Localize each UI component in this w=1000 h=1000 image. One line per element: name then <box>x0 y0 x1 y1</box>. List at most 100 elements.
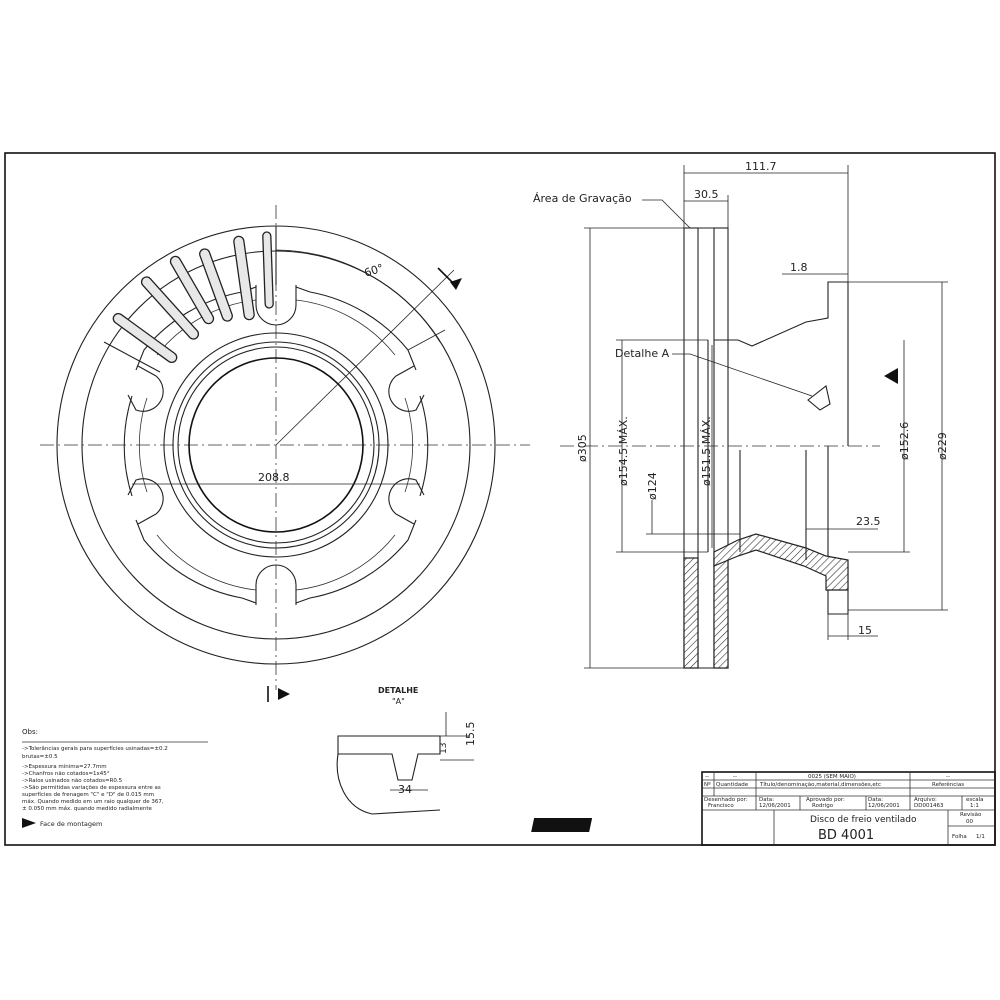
dim-15-5: 15.5 <box>464 722 477 747</box>
tb-date2-label: Data: <box>868 797 883 803</box>
note-line: ± 0.050 mm máx. quando medido radialment… <box>22 805 153 812</box>
tb-revision-label: Revisão <box>960 812 982 818</box>
hat-outer-circle <box>163 332 389 558</box>
tb-approved-label: Aprovado por: <box>806 797 845 803</box>
detail-a-label: Detalhe A <box>615 347 670 360</box>
front-view: 60° 208.8 <box>40 205 530 702</box>
cooling-vane <box>262 231 274 309</box>
dim-34: 34 <box>398 783 412 796</box>
cutaway-boundary <box>103 226 277 373</box>
title-block-frame <box>701 771 996 846</box>
bolt-notch-bottom <box>255 564 297 605</box>
note-line: brutas=±0.5 <box>22 754 58 760</box>
tb-scale: 1:1 <box>970 803 979 809</box>
note-line: ->Raios usinados não cotados=R0.5 <box>22 778 123 784</box>
note-line: superfícies de frenagem "C" e "D" de 0.0… <box>22 791 154 798</box>
mounting-flange-outline <box>123 286 429 604</box>
tb-row1-cell: -- <box>946 774 950 780</box>
detail-a-groove <box>807 385 831 411</box>
cooling-vane <box>199 248 233 322</box>
section-arrow-right-icon <box>884 368 898 384</box>
section-arrow-icon <box>450 278 462 290</box>
side-view: 111.7 30.5 Área de Gravação Detalhe A 1.… <box>533 160 949 669</box>
cooling-vane <box>112 312 178 364</box>
note-line: ->Espessura mínima=27.7mm <box>22 763 107 770</box>
title-block: -- -- 0025 (SEM MAIO) -- Nº Quantidade T… <box>531 771 996 846</box>
note-line: ->Tolerâncias gerais para superfícies us… <box>22 745 168 752</box>
bolt-notch-lower-right <box>388 478 425 525</box>
mount-face-label: Face de montagem <box>40 820 102 828</box>
tb-header-qty: Quantidade <box>716 782 749 788</box>
cooling-vane <box>169 255 215 325</box>
dim-dia-152-6: ø152.6 <box>898 422 911 460</box>
hat-profile-upper <box>714 281 849 446</box>
tb-header-ref: Referências <box>932 781 964 788</box>
dim-23-5: 23.5 <box>856 515 881 528</box>
hat-inner-circle-1 <box>172 341 380 549</box>
cooling-vane <box>140 276 200 340</box>
fremax-logo-text: FREMAX <box>714 821 762 832</box>
dim-dia-154-5: ø154.5 MÁX. <box>617 416 630 486</box>
dim-13: 13 <box>439 743 449 754</box>
dim-dia-124: ø124 <box>646 472 659 500</box>
tb-header-title: Título/denominação,material,dimensões,et… <box>759 781 881 788</box>
fremax-logo: FREMAX <box>531 818 762 832</box>
cooling-vane <box>233 235 255 321</box>
bolt-notch-upper-left <box>127 365 164 412</box>
detail-title-line1: DETALHE <box>378 686 418 695</box>
view-direction-arrow-icon <box>278 688 290 700</box>
diameter-label: 208.8 <box>258 471 290 484</box>
tb-revision: 00 <box>966 819 973 825</box>
angle-label: 60° <box>363 261 386 279</box>
mounting-flange-inner <box>138 299 414 591</box>
mount-face-arrow-icon <box>22 818 36 828</box>
section-hatch-outboard <box>683 557 699 669</box>
tb-date-label: Data: <box>759 797 774 803</box>
bolt-notch-top <box>255 285 297 326</box>
tb-drawn-by-label: Desenhado por: <box>704 797 748 803</box>
detail-a-leader <box>672 353 813 397</box>
tb-scale-label: escala <box>966 797 984 803</box>
notes-heading: Obs: <box>22 728 38 736</box>
tb-file: DD001463 <box>914 803 944 809</box>
detail-title-line2: "A" <box>392 697 405 706</box>
tb-date: 12/06/2001 <box>759 803 791 809</box>
tb-row1-cell: 0025 (SEM MAIO) <box>808 774 856 780</box>
angle-extension-line <box>407 329 446 351</box>
section-hatch-inboard <box>713 557 729 669</box>
note-line: ->São permitidas variações de espessura … <box>22 785 161 791</box>
dim-overall-width: 111.7 <box>745 160 777 173</box>
vane-cutaway <box>103 226 277 373</box>
tb-row1-cell: -- <box>733 774 737 780</box>
tb-sheet-label: Folha <box>952 834 967 840</box>
tb-row1-cell: -- <box>705 774 709 780</box>
engraving-area-label: Área de Gravação <box>533 192 632 205</box>
engraving-leader <box>642 199 691 229</box>
tb-approved-by: Rodrigo <box>812 803 834 809</box>
detail-a: DETALHE "A" 15.5 13 34 <box>336 686 477 815</box>
bolt-notch-lower-left <box>127 478 164 525</box>
dim-dia-229: ø229 <box>936 432 949 460</box>
tb-sheet: 1/1 <box>976 834 985 840</box>
detail-outline <box>337 735 441 781</box>
section-line-diagonal <box>275 269 455 446</box>
bolt-notches <box>127 285 425 605</box>
dim-dia-305: ø305 <box>576 434 589 462</box>
hat-section-hatch <box>713 533 849 591</box>
angle-dimension-arc <box>275 249 441 343</box>
dim-dia-151-5: ø151.5 MÁX. <box>700 416 713 486</box>
drawing-frame <box>4 152 996 846</box>
notes-block: Obs: ->Tolerâncias gerais para superfíci… <box>22 728 208 828</box>
detail-breakline <box>336 753 441 815</box>
note-line: máx. Quando medido em um raio qualquer d… <box>22 798 164 805</box>
dim-1-8: 1.8 <box>790 261 808 274</box>
tb-description: Disco de freio ventilado <box>810 815 917 825</box>
tb-drawn-by: Francisco <box>708 803 734 809</box>
tb-code: BD 4001 <box>818 828 874 843</box>
section-marker <box>437 267 457 287</box>
tb-header-no: Nº <box>704 781 711 788</box>
dim-30-5: 30.5 <box>694 188 719 201</box>
dim-15: 15 <box>858 624 872 637</box>
tb-date2: 12/06/2001 <box>868 803 900 809</box>
